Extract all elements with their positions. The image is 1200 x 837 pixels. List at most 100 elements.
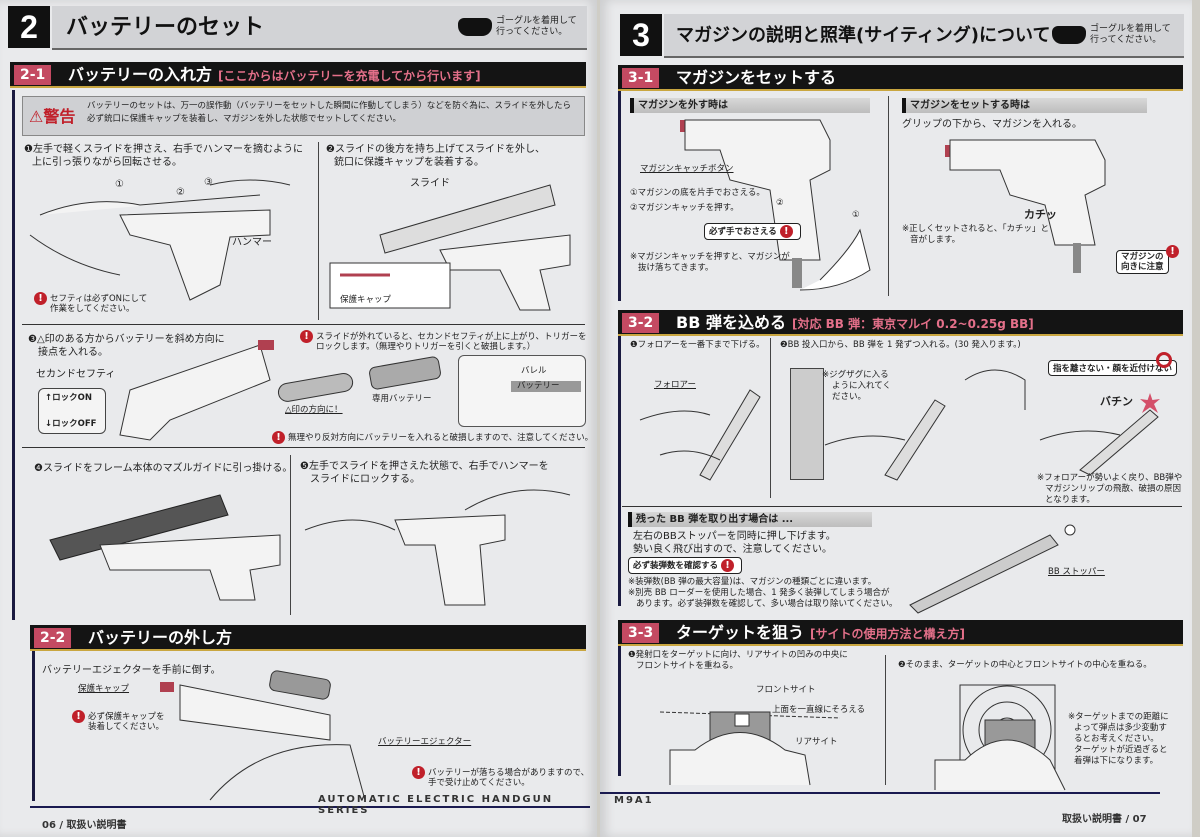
remove-step: ①マガジンの底を片手でおさえる。 <box>630 188 765 198</box>
safety-note: !セフティは必ずONにして <box>34 292 147 305</box>
bb-step2-text: ❷BB 投入口から、BB 弾を 1 発ずつ入れる。(30 発入ります。) <box>780 340 1021 350</box>
section-number: 3-2 <box>622 313 660 333</box>
alert-icon: ! <box>300 330 313 343</box>
insert-text: グリップの下から、マガジンを入れる。 <box>902 119 1082 130</box>
insert-note: 音がします。 <box>910 235 961 245</box>
drop-note: 手で受け止めてください。 <box>428 778 530 788</box>
chapter-header: マガジンの説明と照準(サイティング)について <box>664 14 1184 58</box>
remove-heading: マガジンを外す時は <box>630 98 870 113</box>
leftover-text: 左右のBBストッパーを同時に押し下げます。 <box>633 531 836 542</box>
hammer-label: ハンマー <box>232 237 272 248</box>
keep-finger-tag: 指を離さない・顔を近付けない <box>1048 360 1178 376</box>
rear-sight-label: リアサイト <box>795 737 838 747</box>
step2-text: ❷スライドの後方を持ち上げてスライドを外し、 <box>326 144 545 155</box>
hammer-rotation-illustration <box>29 179 291 301</box>
model-name: M9A1 <box>614 795 654 806</box>
insert-note: ※正しくセットされると、「カチッ」と <box>902 224 1050 234</box>
step3-text: ❸△印のある方からバッテリーを斜め方向に <box>28 334 225 345</box>
cap-label: 保護キャップ <box>78 684 130 694</box>
catch-button-label: マガジンキャッチボタン <box>640 164 734 174</box>
capacity-note: ※別売 BB ローダーを使用した場合、1 発多く装弾してしまう場合が <box>628 588 890 598</box>
safety-note: 作業をしてください。 <box>50 304 135 314</box>
section-subtitle: [対応 BB 弾：東京マルイ 0.2~0.25g BB] <box>791 317 1034 331</box>
remove-note: ※マガジンキャッチを押すと、マガジンが <box>630 252 790 262</box>
cap-note: 装着してください。 <box>88 722 164 732</box>
distance-note: るとお考えください。 <box>1074 734 1159 744</box>
chapter-header: バッテリーのセット <box>52 6 587 50</box>
warning-box: ⚠警告 バッテリーのセットは、万一の誤作動（バッテリーをセットした瞬間に作動して… <box>22 96 585 136</box>
slide-removal-illustration <box>329 184 571 311</box>
snap-note: マガジンリップの飛散、破損の原因 <box>1045 484 1182 494</box>
page-footer: 06 / 取扱い説明書 <box>42 820 127 831</box>
aim-step1-text: ❶発射口をターゲットに向け、リアサイトの凹みの中央に <box>628 650 848 660</box>
goggle-note: ゴーグルを着用して行ってください。 <box>496 16 577 37</box>
slide-label: スライド <box>410 178 450 189</box>
right-page: 3 マガジンの説明と照準(サイティング)について ゴーグルを着用して行ってくださ… <box>600 0 1192 837</box>
slide-lock-note: !スライドが外れていると、セカンドセフティが上に上がり、トリガーを <box>300 330 587 343</box>
orientation-tag: マガジンの向きに注意 <box>1116 250 1169 274</box>
chapter-title: マガジンの説明と照準(サイティング)について <box>676 25 1051 46</box>
drop-note: !バッテリーが落ちる場合がありますので、 <box>412 766 589 779</box>
direction-warning: !無理やり反対方向にバッテリーを入れると破損しますので、注意してください。 <box>272 431 593 444</box>
target-alignment-illustration <box>934 684 1066 791</box>
section-title: バッテリーの外し方 <box>88 628 233 647</box>
slide-lock-note: ロックします。（無理やりトリガーを引くと破損します。） <box>316 342 536 352</box>
zigzag-note: ださい。 <box>832 392 867 402</box>
bb-stopper-label: BB ストッパー <box>1048 567 1105 577</box>
left-page: 2 バッテリーのセット ゴーグルを着用して行ってください。 2-1 バッテリーの… <box>0 0 597 837</box>
panel-border <box>12 90 15 620</box>
step3-text: 接点を入れる。 <box>38 347 108 358</box>
front-sight-label: フロントサイト <box>756 685 816 695</box>
removal-text: バッテリーエジェクターを手前に倒す。 <box>42 665 221 676</box>
ejector-label: バッテリーエジェクター <box>378 737 472 747</box>
section-3-1-bar: 3-1 マガジンをセットする <box>618 65 1183 91</box>
battery-eject-illustration <box>160 670 366 801</box>
goggle-icon <box>1052 26 1086 44</box>
section-title: ターゲットを狙う <box>676 623 805 642</box>
section-2-1-bar: 2-1 バッテリーの入れ方[ここからはバッテリーを充電してから行います] <box>10 62 586 88</box>
follower-label: フォロアー <box>654 380 696 390</box>
lock-diagram: ↑ロックON ↓ロックOFF <box>38 388 106 434</box>
section-subtitle: [ここからはバッテリーを充電してから行います] <box>218 69 481 83</box>
section-3-3-bar: 3-3 ターゲットを狙う[サイトの使用方法と構え方] <box>618 620 1183 646</box>
alert-icon: ! <box>1166 245 1179 258</box>
battery-icon <box>277 356 441 402</box>
align-label: 上面を一直線にそろえる <box>772 705 866 715</box>
page-footer: 取扱い説明書 / 07 <box>1062 814 1147 825</box>
triangle-direction-label: △印の方向に！ <box>285 405 343 415</box>
zigzag-note: ※ジグザグに入る <box>822 370 889 380</box>
capacity-note: ※装弾数(BB 弾の最大容量)は、マガジンの種類ごとに違います。 <box>628 577 877 587</box>
panel-border <box>618 336 621 606</box>
follower-snap-illustration <box>1039 409 1159 476</box>
rear-sight-illustration <box>659 711 841 786</box>
alert-icon: ! <box>412 766 425 779</box>
aim-step2-text: ❷そのまま、ターゲットの中心とフロントサイトの中心を重ねる。 <box>898 660 1152 670</box>
goggle-note: ゴーグルを着用して行ってください。 <box>1090 24 1171 45</box>
magazine-insert-illustration <box>945 139 1106 273</box>
cap-label: 保護キャップ <box>340 295 392 305</box>
warning-label: ⚠警告 <box>29 107 76 126</box>
section-number: 2-1 <box>14 65 52 85</box>
step2-text: 銃口に保護キャップを装着する。 <box>334 157 484 168</box>
section-subtitle: [サイトの使用方法と構え方] <box>810 627 965 641</box>
battery-insert-illustration <box>119 340 274 441</box>
click-sound-label: カチッ <box>1024 208 1057 221</box>
bb-loading-illustration <box>824 369 1026 481</box>
section-3-2-bar: 3-2 BB 弾を込める[対応 BB 弾：東京マルイ 0.2~0.25g BB] <box>618 310 1183 336</box>
step5-text: ❺左手でスライドを押さえた状態で、右手でハンマーを <box>300 461 549 472</box>
distance-note: ※ターゲットまでの距離に <box>1068 712 1169 722</box>
leftover-heading: 残った BB 弾を取り出す場合は ... <box>628 512 872 527</box>
goggle-icon <box>458 18 492 36</box>
alert-icon: ! <box>72 710 85 723</box>
mark: ① <box>115 179 124 190</box>
remove-step: ②マガジンキャッチを押す。 <box>630 203 739 213</box>
hammer-lock-illustration <box>304 489 571 606</box>
alert-icon: ! <box>720 559 734 572</box>
step5-text: スライドにロックする。 <box>310 474 420 485</box>
second-safety-label: セカンドセフティ <box>36 369 116 380</box>
panel-border <box>618 91 621 301</box>
distance-note: よって弾点は多少変動す <box>1074 723 1167 733</box>
mark: ② <box>776 198 784 208</box>
insert-heading: マガジンをセットする時は <box>902 98 1147 113</box>
panel-border <box>618 646 621 776</box>
